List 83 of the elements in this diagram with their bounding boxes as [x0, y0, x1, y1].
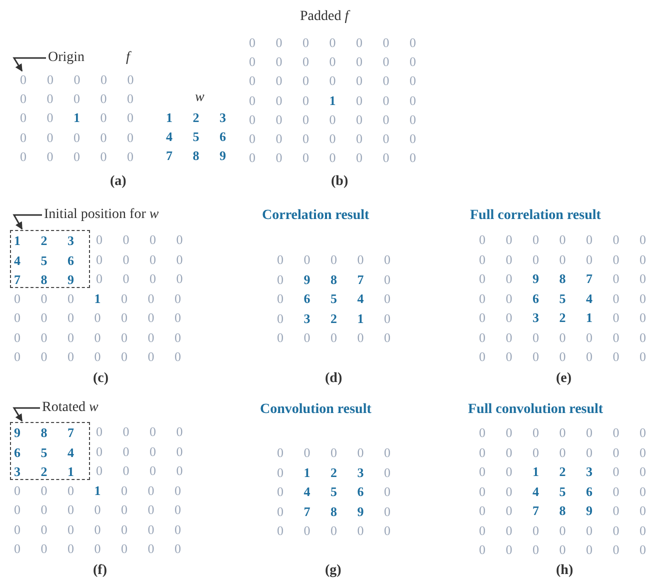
matrix-row: 4 5 6: [14, 252, 74, 268]
panel-caption: (e): [556, 371, 572, 387]
leader-label: Initial position for w: [44, 207, 159, 223]
matrix-row: 0 0 7 8 9 0 0: [479, 503, 646, 519]
matrix-row: 0 1 2 3 0: [277, 464, 390, 480]
matrix-row: 0 0 0 0 0 0 0: [14, 522, 181, 538]
matrix-row: 0 0 0 0 0: [277, 523, 390, 539]
panel-title: Full correlation result: [470, 208, 601, 224]
panel-title: Padded f: [300, 9, 349, 25]
matrix-row: 0 0 0 0 0 0 0: [479, 522, 646, 538]
matrix-row: 0 0 0 0 0 0 0: [249, 131, 416, 147]
matrix-row: 0 0 0 0 0 0 0: [479, 425, 646, 441]
panel-caption: (f): [93, 563, 107, 579]
matrix-row: 0 0 0 0 0 0 0: [14, 502, 181, 518]
matrix-row: 0 0 0 1 0 0 0: [14, 482, 181, 498]
matrix-row: 0 0 0 1 0 0 0: [249, 92, 416, 109]
matrix-row: 0 3 2 1 0: [277, 310, 390, 326]
matrix-row: 0 0 0 0 0: [277, 445, 390, 461]
leader-line: [12, 57, 46, 72]
matrix-row: 0 0 0 0 0 0 0: [479, 349, 646, 365]
kernel-frame: [10, 422, 90, 480]
matrix-row: 0 0 0 0 0 0 0: [249, 35, 416, 51]
matrix-row: 0 0 1 2 3 0 0: [479, 464, 646, 480]
matrix-name: f: [126, 50, 130, 66]
matrix-row: 0 0 0 0: [96, 463, 183, 479]
matrix-row: 1 2 3: [14, 233, 74, 249]
matrix-row: 0 0 4 5 6 0 0: [479, 484, 646, 500]
matrix-row: 0 6 5 4 0: [277, 291, 390, 307]
matrix-row: 0 0 0 0 0 0 0: [249, 54, 416, 70]
matrix-row: 0 0 0 0: [96, 424, 183, 440]
matrix-row: 0 0 0 0 0 0 0: [14, 349, 181, 365]
matrix-row: 0 0 0 1 0 0 0: [14, 290, 181, 306]
panel-title: Correlation result: [262, 208, 370, 224]
leader-line: [12, 407, 40, 422]
matrix-row: 3 2 1: [14, 464, 74, 480]
matrix-row: 0 0 0 0 0 0 0: [249, 73, 416, 90]
matrix-row: 0 0 0 0 0: [277, 330, 390, 346]
leader-label: Rotated w: [42, 400, 98, 416]
matrix-row: 0 0 0 0 0 0 0: [249, 150, 416, 166]
panel-caption: (d): [325, 371, 342, 387]
panel-caption: (g): [325, 563, 342, 579]
matrix-row: 0 0 0 0 0 0 0: [479, 252, 646, 268]
matrix-row: 0 0 0 0: [96, 444, 183, 460]
matrix-row: 0 0 0 0 0 0 0: [479, 444, 646, 460]
matrix-row: 0 0 0 0 0 0 0: [14, 330, 181, 346]
matrix-row: 6 5 4: [14, 444, 74, 460]
panel-title: Full convolution result: [468, 402, 604, 418]
panel-title: Convolution result: [260, 402, 372, 418]
matrix-row: 0 0 0 0 0 0 0: [249, 112, 416, 128]
matrix-row: 0 0 0 0 0 0 0: [479, 232, 646, 248]
matrix-row: 0 4 5 6 0: [277, 484, 390, 500]
panel-caption: (c): [93, 371, 109, 387]
matrix-row: 9 8 7: [14, 425, 74, 441]
matrix-row: 0 0 3 2 1 0 0: [479, 310, 646, 326]
kernel-frame: [10, 230, 90, 288]
matrix-row: 0 0 9 8 7 0 0: [479, 271, 646, 287]
matrix-row: 0 0 1 0 0: [20, 110, 134, 126]
panel-caption: (b): [331, 174, 348, 190]
matrix-row: 0 0 0 0 0 0 0: [14, 541, 181, 557]
matrix-row: 1 2 3: [166, 110, 226, 126]
panel-caption: (a): [110, 174, 126, 190]
matrix-row: 0 0 0 0 0 0 0: [479, 542, 646, 558]
matrix-cell: 0: [20, 72, 26, 88]
origin-label: Origin: [48, 50, 85, 66]
matrix-row: 0 0 6 5 4 0 0: [479, 290, 646, 306]
matrix-row: 7 8 9: [166, 148, 226, 164]
matrix-row: 0 0 0 0: [47, 72, 134, 88]
panel-caption: (h): [556, 563, 574, 579]
matrix-row: 0 7 8 9 0: [277, 504, 390, 520]
matrix-row: 7 8 9: [14, 272, 74, 288]
matrix-row: 0 0 0 0: [96, 271, 183, 287]
matrix-row: 0 9 8 7 0: [277, 272, 390, 288]
matrix-row: 0 0 0 0 0: [20, 148, 134, 165]
matrix-row: 0 0 0 0 0 0 0: [479, 330, 646, 346]
matrix-row: 0 0 0 0: [96, 252, 183, 268]
matrix-row: 0 0 0 0 0: [277, 252, 390, 268]
matrix-row: 0 0 0 0 0: [20, 130, 134, 146]
leader-line: [12, 214, 42, 230]
matrix-row: 0 0 0 0: [96, 232, 183, 248]
matrix-row: 0 0 0 0 0: [20, 91, 134, 108]
matrix-row: 4 5 6: [166, 129, 226, 146]
matrix-row: 0 0 0 0 0 0 0: [14, 310, 181, 326]
matrix-name: w: [195, 90, 204, 106]
